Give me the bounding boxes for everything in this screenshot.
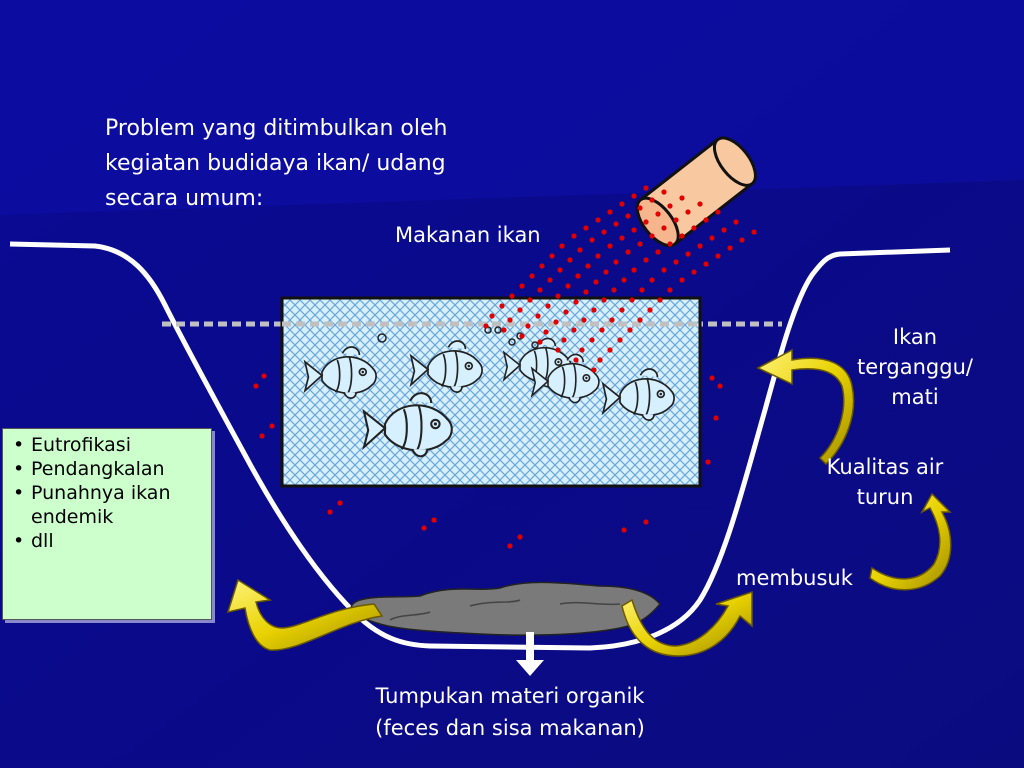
sediment-blob-icon — [350, 581, 661, 636]
down-arrow-icon — [516, 632, 544, 676]
fish-disturbed-label: Ikan terganggu/ mati — [857, 325, 973, 409]
impact-item: Punahnya ikan endemik — [3, 481, 211, 529]
feed-particles — [253, 185, 757, 549]
feed-label: Makanan ikan — [395, 223, 541, 247]
impacts-list: Eutrofikasi Pendangkalan Punahnya ikan e… — [3, 429, 211, 553]
feed-can-icon — [635, 136, 757, 248]
impacts-box: Eutrofikasi Pendangkalan Punahnya ikan e… — [2, 428, 212, 620]
rotting-label: membusuk — [736, 566, 853, 590]
water-quality-label: Kualitas air turun — [826, 455, 944, 509]
slide-title: Problem yang ditimbulkan oleh kegiatan b… — [105, 116, 448, 211]
pond-outline — [9, 241, 951, 651]
impact-item: dll — [3, 529, 211, 553]
impact-item: Pendangkalan — [3, 457, 211, 481]
organic-pile-label: Tumpukan materi organik (feces dan sisa … — [375, 684, 645, 740]
curved-arrow-icon — [226, 348, 952, 657]
impact-item: Eutrofikasi — [3, 433, 211, 457]
